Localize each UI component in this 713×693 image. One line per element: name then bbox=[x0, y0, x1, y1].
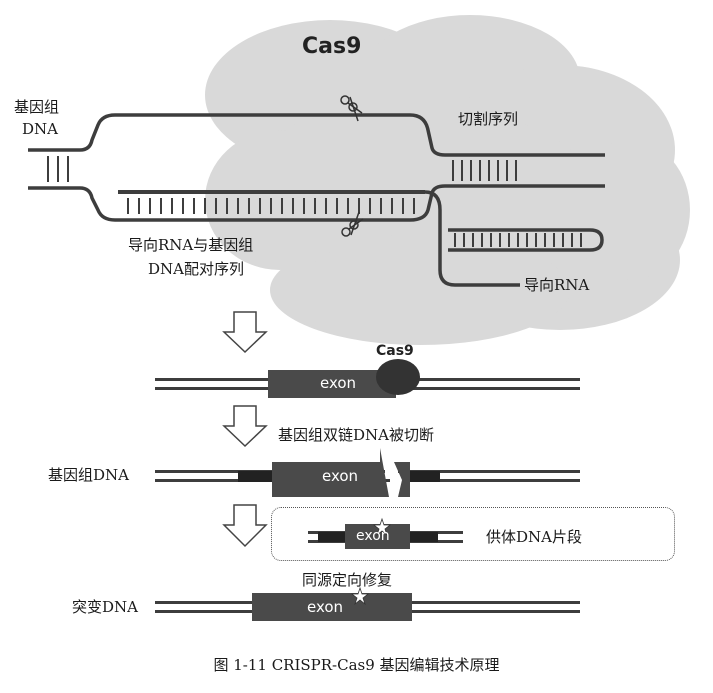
genome-dna-strands bbox=[28, 113, 605, 222]
genome-dna-label-2: DNA bbox=[22, 120, 58, 138]
hdr-label: 同源定向修复 bbox=[302, 571, 393, 589]
donor-box bbox=[271, 507, 675, 561]
exon-label-1: exon bbox=[320, 374, 357, 392]
cleavage-rungs bbox=[452, 160, 517, 181]
dna-row-mutant bbox=[155, 586, 580, 621]
cas9-blob bbox=[376, 359, 420, 395]
cas9-cloud bbox=[205, 15, 690, 345]
dna-row-cas9 bbox=[155, 359, 580, 398]
exon-label-3: exon bbox=[356, 528, 390, 544]
guide-pair-label-1: 导向RNA与基因组 bbox=[128, 236, 254, 254]
guide-rna-hairpin bbox=[424, 190, 604, 287]
exon-label-4: exon bbox=[307, 598, 344, 616]
down-arrow-3 bbox=[222, 504, 268, 548]
donor-label: 供体DNA片段 bbox=[486, 528, 582, 546]
genome-dna-label-1: 基因组 bbox=[14, 98, 60, 116]
left-dna-rungs bbox=[47, 156, 69, 182]
cas9-title: Cas9 bbox=[302, 34, 362, 59]
genome-dna-label: 基因组DNA bbox=[48, 466, 129, 484]
star-icon bbox=[372, 517, 392, 537]
exon-label-2: exon bbox=[322, 467, 359, 485]
guide-rna-label: 导向RNA bbox=[524, 276, 590, 294]
scissors-icon bbox=[340, 95, 363, 122]
scissors-icon-lower bbox=[341, 211, 364, 237]
star-icon-mutant bbox=[350, 586, 370, 606]
down-arrow-1 bbox=[222, 311, 268, 354]
pairing-rungs bbox=[127, 198, 415, 214]
mutant-dna-label: 突变DNA bbox=[72, 598, 138, 616]
figure-caption: 图 1-11 CRISPR-Cas9 基因编辑技术原理 bbox=[213, 656, 500, 674]
down-arrow-2 bbox=[222, 405, 268, 448]
cleavage-seq-label: 切割序列 bbox=[458, 110, 519, 128]
cas9-small-label: Cas9 bbox=[376, 343, 414, 359]
dna-row-cut bbox=[155, 448, 580, 497]
ds-cut-label: 基因组双链DNA被切断 bbox=[278, 426, 434, 444]
hairpin-rungs bbox=[454, 233, 582, 247]
donor-dna bbox=[308, 517, 463, 549]
guide-pair-label-2: DNA配对序列 bbox=[148, 260, 244, 278]
